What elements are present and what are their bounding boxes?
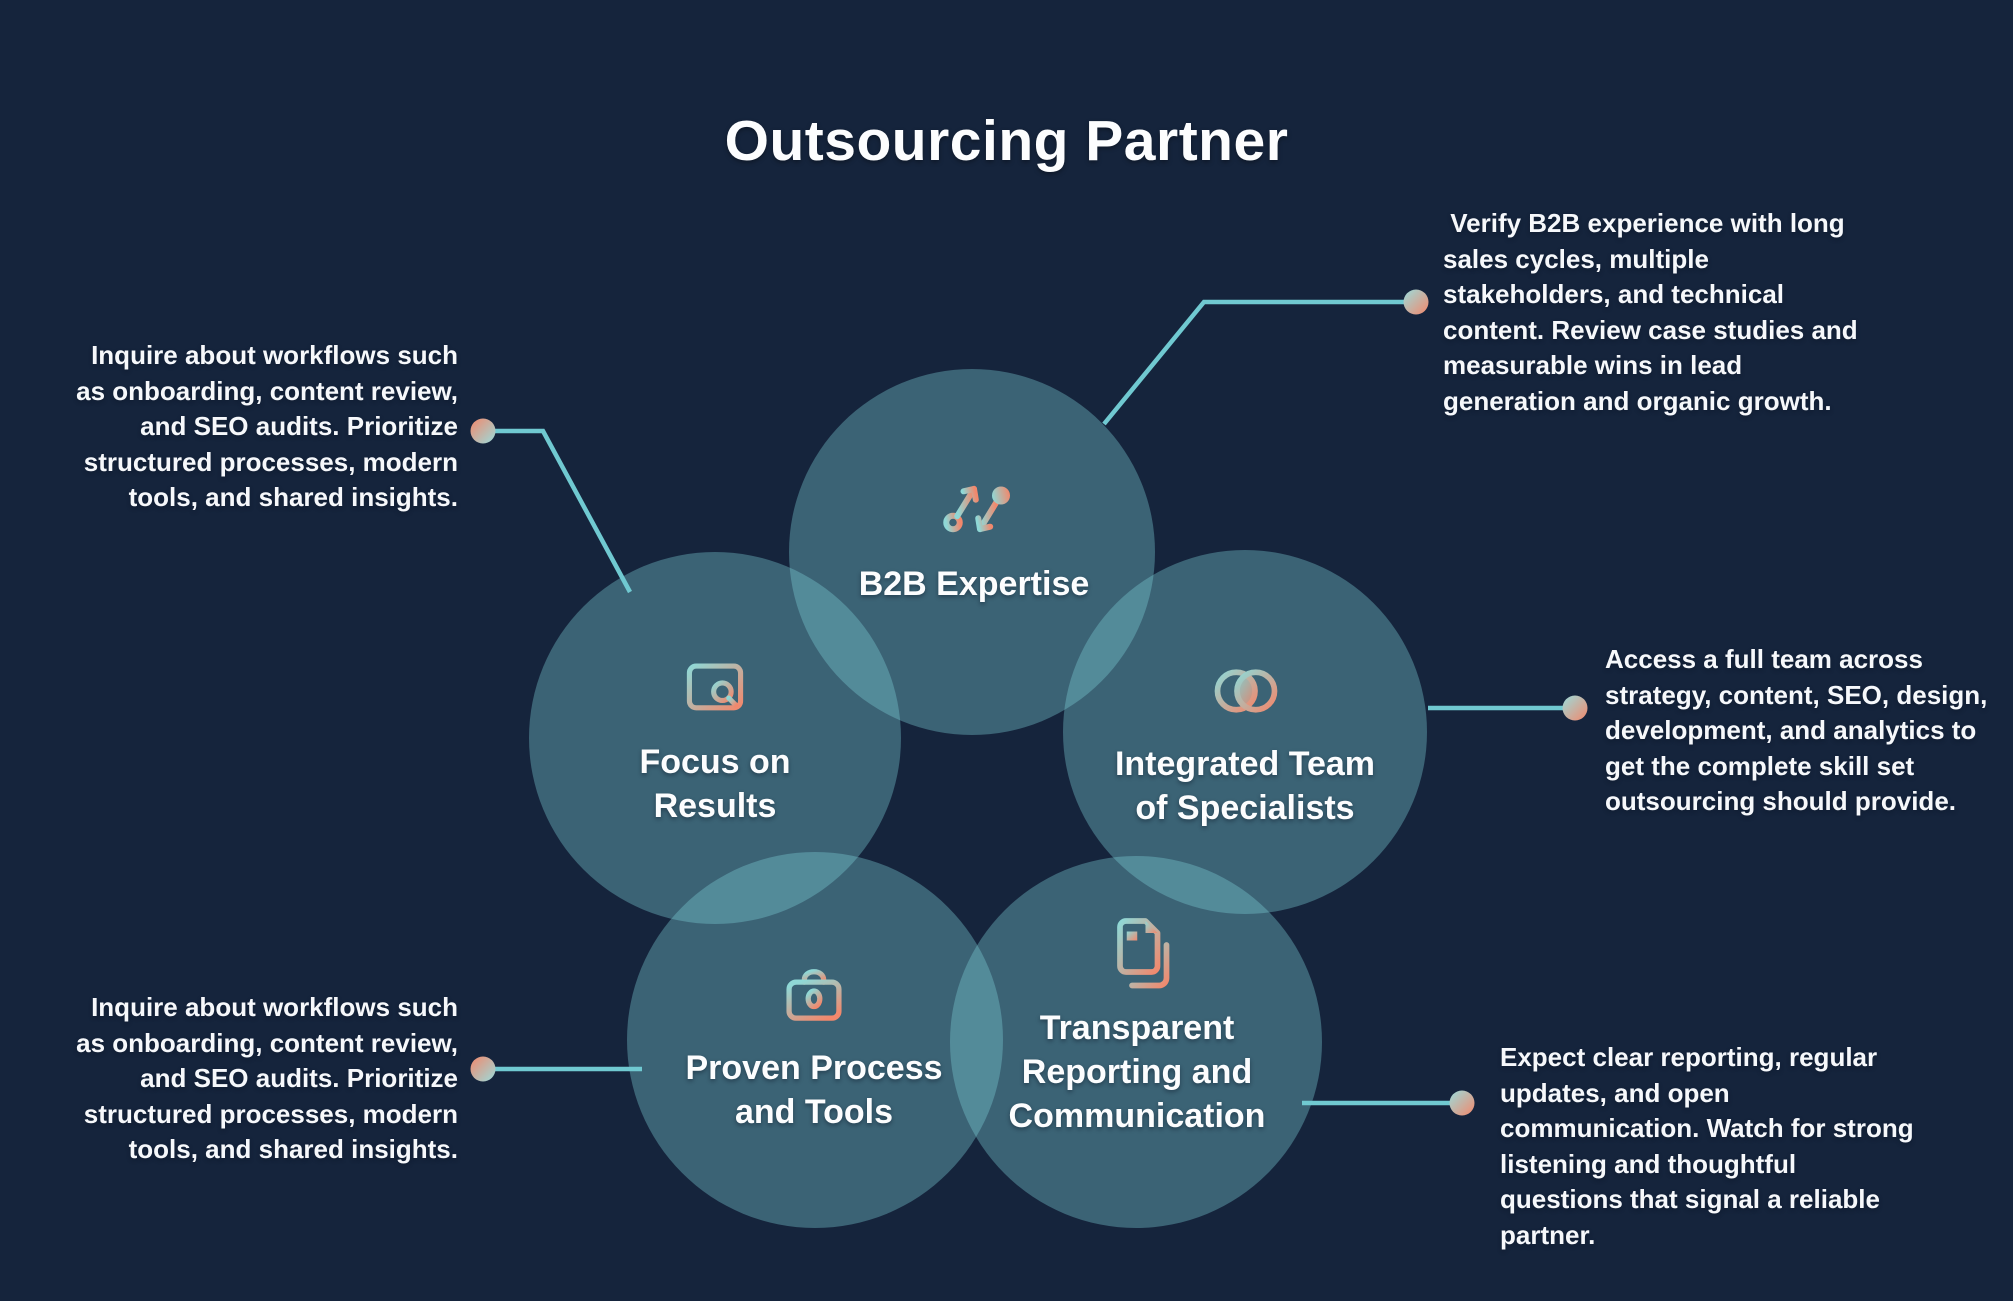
connector-b2b-expertise	[1102, 299, 1416, 426]
connector-focus-on-results	[483, 428, 632, 594]
node-label-line: Integrated Team	[1114, 745, 1376, 783]
connector-dot-focus-on-results	[470, 418, 496, 444]
node-circle-b2b-expertise	[789, 369, 1155, 735]
connector-dot-proven-process	[470, 1056, 496, 1082]
connector-dot-b2b-expertise	[1403, 289, 1429, 315]
node-label-line: Communication	[1008, 1097, 1266, 1135]
node-circle-focus-on-results	[529, 552, 901, 924]
node-label-line: Reporting and	[1021, 1053, 1253, 1091]
exchange-arrows-icon	[943, 485, 1010, 533]
node-label-integrated-team: Integrated Team of Specialists	[1065, 742, 1425, 830]
node-label-line: B2B Expertise	[858, 565, 1090, 603]
venn-circles-icon	[1214, 669, 1278, 713]
node-circle-proven-process	[627, 852, 1003, 1228]
node-label-line: Focus on	[639, 743, 791, 781]
node-label-line: Proven Process	[685, 1049, 943, 1087]
node-label-line: and Tools	[734, 1093, 894, 1131]
node-label-b2b-expertise: B2B Expertise	[794, 562, 1154, 606]
node-label-line: Results	[653, 787, 777, 825]
node-label-line: Transparent	[1039, 1009, 1235, 1047]
connector-dot-transparent-reporting	[1449, 1090, 1475, 1116]
node-circle-transparent-reporting	[950, 856, 1322, 1228]
node-label-proven-process: Proven Process and Tools	[634, 1046, 994, 1134]
briefcase-icon	[786, 969, 842, 1021]
report-search-icon	[686, 663, 744, 711]
connector-dot-integrated-team	[1562, 695, 1588, 721]
node-label-focus-on-results: Focus on Results	[535, 740, 895, 828]
node-label-line: of Specialists	[1135, 789, 1355, 827]
node-label-transparent-reporting: Transparent Reporting and Communication	[957, 1006, 1317, 1138]
node-circle-integrated-team	[1063, 550, 1427, 914]
page-title: Outsourcing Partner	[724, 109, 1289, 173]
documents-icon	[1117, 918, 1170, 989]
